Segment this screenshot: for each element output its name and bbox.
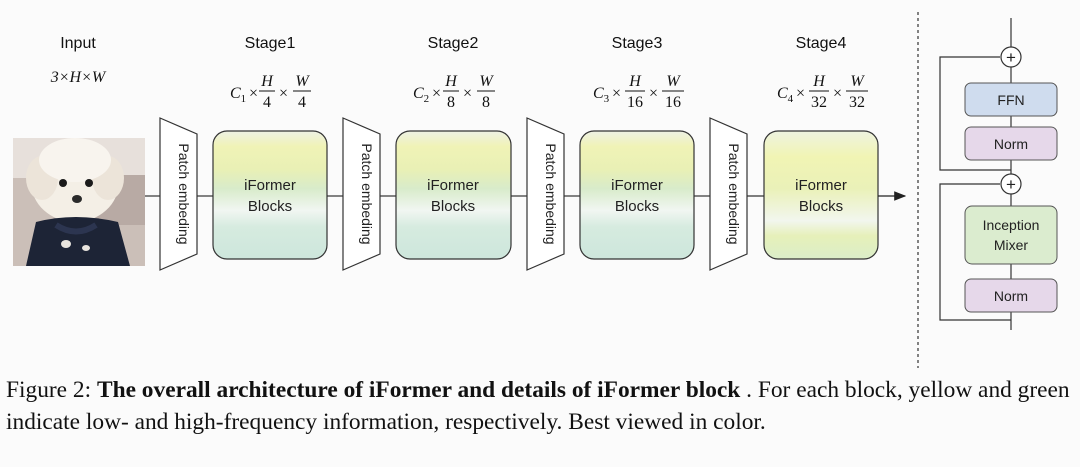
stage-title: Stage1 — [245, 35, 296, 52]
divisor: 16 — [627, 94, 643, 111]
divisor: 4 — [298, 94, 306, 111]
add-node-bottom — [1000, 173, 1022, 195]
patch-embedding-shape — [159, 117, 198, 271]
width-symbol: W — [295, 73, 310, 90]
height-symbol: H — [812, 73, 826, 90]
ffn-box — [964, 82, 1058, 117]
times-symbol: × — [432, 85, 441, 102]
divisor: 32 — [849, 94, 865, 111]
stage-formula: C3 × H 16 × W 16 — [593, 73, 684, 111]
divisor: 16 — [665, 94, 681, 111]
patch-embedding-shape — [709, 117, 748, 271]
channel-symbol: C — [230, 85, 241, 102]
width-symbol: W — [479, 73, 494, 90]
channel-subscript: 1 — [241, 93, 247, 105]
patch-embedding-shape — [526, 117, 565, 271]
patch-embedding-label: Patch embeding — [176, 143, 192, 244]
times-symbol: × — [249, 85, 258, 102]
height-symbol: H — [444, 73, 458, 90]
block-label-line1: iFormer — [427, 177, 479, 194]
divisor: 4 — [263, 94, 271, 111]
channel-subscript: 4 — [788, 93, 794, 105]
patch-embedding-label: Patch embeding — [359, 143, 375, 244]
plus-symbol: + — [1006, 175, 1016, 194]
patch-embedding-label: Patch embeding — [543, 143, 559, 244]
height-symbol: H — [260, 73, 274, 90]
mixer-label-line1: Inception — [983, 217, 1040, 233]
patch-embedding-shape — [342, 117, 381, 271]
stage-title: Stage3 — [612, 35, 663, 52]
block-label-line2: Blocks — [799, 198, 843, 215]
stage-title: Stage2 — [428, 35, 479, 52]
block-label-line1: iFormer — [611, 177, 663, 194]
stage-title: Stage4 — [796, 35, 847, 52]
ffn-label: FFN — [997, 92, 1024, 108]
norm-box-bottom — [964, 278, 1058, 313]
svg-text:C3: C3 — [593, 85, 610, 105]
stage-formula: C4 × H 32 × W 32 — [777, 73, 868, 111]
channel-symbol: C — [777, 85, 788, 102]
iformer-block — [212, 130, 328, 260]
norm-label-bottom: Norm — [994, 288, 1028, 304]
divisor: 8 — [447, 94, 455, 111]
channel-subscript: 3 — [604, 93, 610, 105]
stage-3: Stage3 C3 × H 16 × W 16 Patch embeding i… — [526, 35, 710, 271]
iformer-block — [763, 130, 879, 260]
input-dog-image — [13, 138, 145, 266]
times-symbol: × — [612, 85, 621, 102]
times-symbol: × — [279, 85, 288, 102]
mixer-label-line2: Mixer — [994, 237, 1029, 253]
stage-1: Stage1 C1 × H 4 × W 4 Patch embeding iFo… — [145, 35, 343, 271]
svg-text:C4: C4 — [777, 85, 794, 105]
caption-prefix: Figure 2: — [6, 377, 97, 403]
plus-symbol: + — [1006, 48, 1016, 67]
block-label-line1: iFormer — [795, 177, 847, 194]
block-label-line2: Blocks — [431, 198, 475, 215]
iformer-block — [579, 130, 695, 260]
channel-subscript: 2 — [424, 93, 430, 105]
times-symbol: × — [833, 85, 842, 102]
input-title: Input — [60, 35, 96, 52]
width-symbol: W — [666, 73, 681, 90]
width-symbol: W — [850, 73, 865, 90]
divisor: 32 — [811, 94, 827, 111]
svg-text:C1: C1 — [230, 85, 246, 105]
stage-2: Stage2 C2 × H 8 × W 8 Patch embeding iFo… — [342, 35, 527, 271]
inception-mixer-box — [964, 205, 1058, 265]
divisor: 8 — [482, 94, 490, 111]
block-label-line1: iFormer — [244, 177, 296, 194]
times-symbol: × — [463, 85, 472, 102]
patch-embedding-label: Patch embeding — [726, 143, 742, 244]
block-label-line2: Blocks — [248, 198, 292, 215]
times-symbol: × — [649, 85, 658, 102]
norm-box-top — [964, 126, 1058, 161]
figure-caption: Figure 2: The overall architecture of iF… — [6, 374, 1076, 438]
svg-text:C2: C2 — [413, 85, 429, 105]
caption-rest: . For each block, yellow and green indic… — [6, 377, 1070, 435]
times-symbol: × — [796, 85, 805, 102]
input-dims: 3×H×W — [50, 69, 107, 86]
add-node-top — [1000, 46, 1022, 68]
block-label-line2: Blocks — [615, 198, 659, 215]
stage-formula: C1 × H 4 × W 4 — [230, 73, 311, 111]
stage-4: Stage4 C4 × H 32 × W 32 Patch embeding i… — [709, 35, 907, 271]
height-symbol: H — [628, 73, 642, 90]
norm-label-top: Norm — [994, 136, 1028, 152]
iformer-block — [395, 130, 512, 260]
iformer-block-detail: + + FFN Norm Inception Mixer Norm — [939, 18, 1058, 330]
stage-formula: C2 × H 8 × W 8 — [413, 73, 495, 111]
channel-symbol: C — [413, 85, 424, 102]
architecture-figure: Input 3×H×W Stage1 C1 × H 4 × W 4 — [13, 12, 1058, 368]
channel-symbol: C — [593, 85, 604, 102]
caption-bold: The overall architecture of iFormer and … — [96, 377, 741, 403]
